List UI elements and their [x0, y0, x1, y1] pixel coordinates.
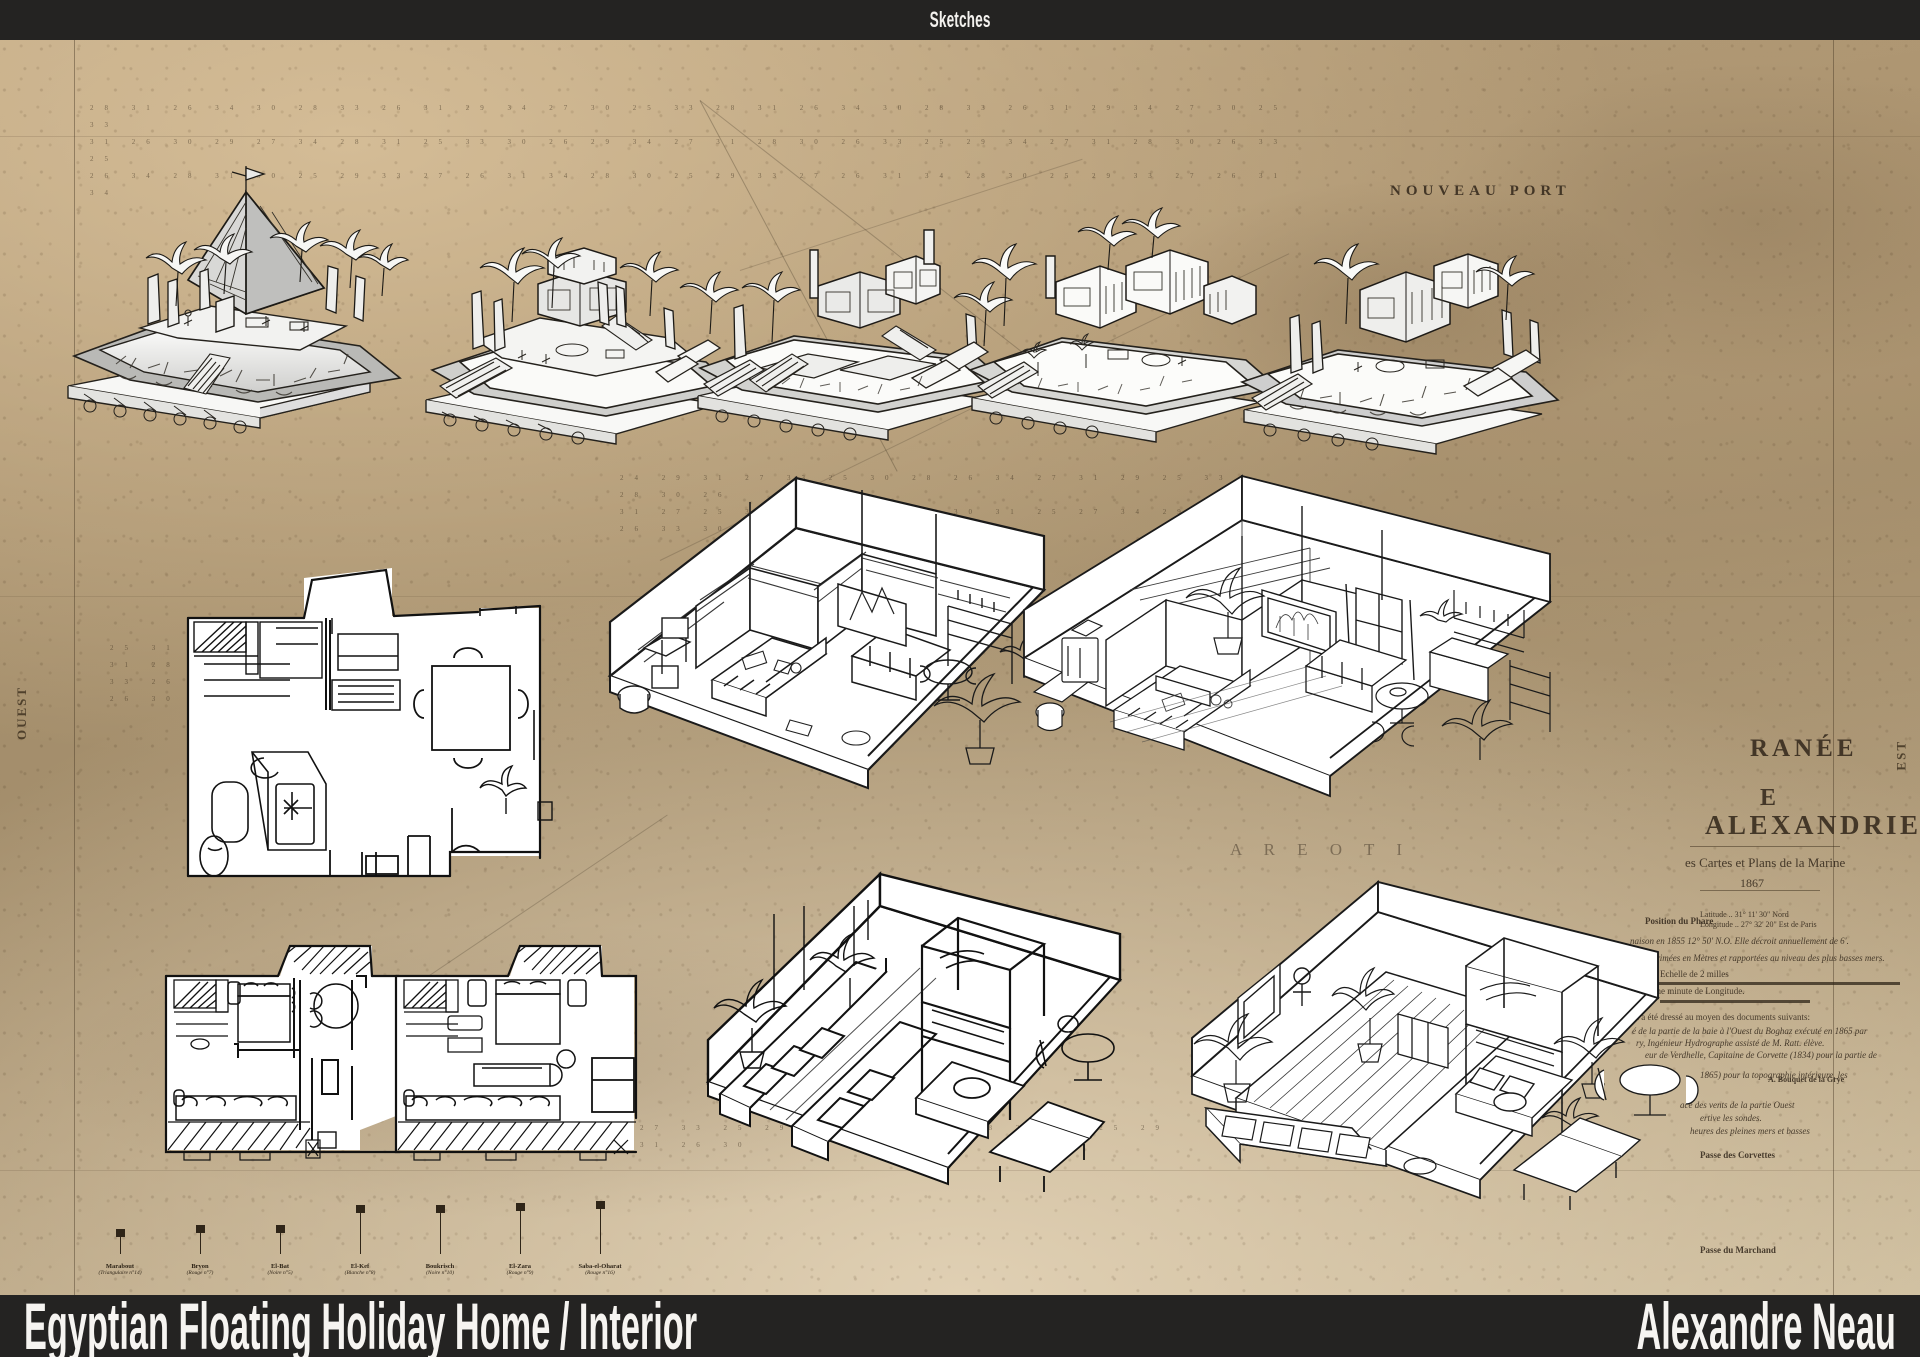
chart-border-right: [1833, 40, 1834, 1295]
map-note-documents-5: 1865) pour la topographie intérieure, le…: [1700, 1070, 1848, 1080]
map-label-declination: naison en 1855 12° 50' N.O. Elle décroit…: [1630, 936, 1849, 946]
apartment-floor-plan: [186, 568, 553, 878]
footer-bar: Egyptian Floating Holiday Home / Interio…: [0, 1289, 1920, 1357]
map-label-minute-longitude: Une minute de Longitude.: [1650, 986, 1745, 996]
apartment-cutaway-final: [1021, 474, 1553, 798]
buoy-legend: Marabout (Triangulaire n°14) Bryon (Roug…: [98, 1201, 630, 1282]
map-scale-bar-minute: [1660, 1000, 1810, 1003]
map-note-3: heures des pleines mers et basses: [1690, 1126, 1810, 1136]
map-label-mediterranee: RANÉE: [1750, 735, 1858, 762]
map-note-documents-3: ry, Ingénieur Hydrographe assisté de M. …: [1636, 1038, 1825, 1048]
buoy-label-5: El-Zara (Rouge n°9): [506, 1263, 534, 1276]
buoy-label-1: Bryon (Rouge n°7): [186, 1263, 214, 1276]
stepped-courtyard-concept: [697, 229, 1014, 441]
bedroom-cutaway-final: [1190, 880, 1699, 1210]
studio-plan-b: [394, 944, 638, 1161]
buoy-label-6: Saba-el-Oharat (Rouge n°16): [578, 1263, 622, 1276]
chart-border-left: [74, 40, 75, 1295]
map-divider-2: [1700, 890, 1820, 891]
map-signature: A. Bouquet de la Grye: [1768, 1075, 1845, 1084]
map-label-longitude: Longitude .. 27° 32' 20" Est de Paris: [1700, 920, 1817, 929]
map-label-lake-areoti: A R E O T I: [1230, 840, 1412, 859]
map-note-documents-4: eur de Verdhelle, Capitaine de Corvette …: [1645, 1050, 1877, 1060]
studio-plan-a: [164, 944, 402, 1161]
project-title: Egyptian Floating Holiday Home / Interio…: [24, 1289, 698, 1357]
map-divider-1: [1690, 846, 1840, 847]
map-label-de: E: [1760, 785, 1780, 811]
map-scale-bar-miles: [1650, 982, 1900, 985]
page-title: Sketches: [929, 7, 991, 32]
buoy-label-2: El-Bat (Noire n°5): [267, 1263, 293, 1276]
map-note-1: ace des vents de la partie Ouest: [1680, 1100, 1795, 1110]
map-label-soundings-note: ont exprimées en Mètres et rapportées au…: [1630, 953, 1885, 963]
map-label-depot-cartes: es Cartes et Plans de la Marine: [1685, 855, 1846, 870]
white-village-concept: [967, 206, 1280, 443]
buoy-label-0: Marabout (Triangulaire n°14): [98, 1263, 142, 1276]
map-note-documents-2: é de la partie de la baie à l'Ouest du B…: [1632, 1026, 1868, 1036]
buoy-label-3: El-Kef (Blanche n°8): [344, 1263, 376, 1276]
chart-graticule-top: [0, 136, 1920, 137]
antique-chart-background: OUEST EST 28 31 26 34 30 28 33 26 31 29 …: [0, 40, 1920, 1295]
author-name: Alexandre Neau: [1636, 1289, 1896, 1357]
chart-label-east: EST: [1894, 740, 1909, 771]
map-note-documents: lan a été dressé au moyen des documents …: [1628, 1012, 1810, 1022]
map-label-alexandrie: ALEXANDRIE: [1705, 810, 1920, 840]
map-label-year: 1867: [1740, 876, 1764, 890]
obelisk-deck-concept: [1239, 243, 1560, 455]
map-label-passe-corvettes: Passe des Corvettes: [1700, 1150, 1775, 1160]
map-label-latitude: Latitude .. 31° 11' 30" Nord: [1700, 910, 1789, 919]
chart-label-west: OUEST: [14, 685, 29, 740]
map-label-passe-marchand: Passe du Marchand: [1700, 1245, 1776, 1255]
depth-soundings-field-nw: 28 31 26 34 30 28 33 26 31 29 34 27 30 2…: [90, 104, 1288, 197]
chart-graticule-bottom: [0, 1170, 1920, 1171]
map-note-2: ertive les sondes.: [1700, 1113, 1762, 1123]
map-label-nouveau-port: NOUVEAU PORT: [1390, 183, 1571, 199]
header-bar: Sketches: [0, 0, 1920, 40]
bedroom-cutaway-sketch: [705, 871, 1123, 1192]
pyramid-villa-concept: [67, 166, 410, 434]
map-label-scale: Echelle de 2 milles: [1660, 969, 1729, 979]
apartment-cutaway-sketch: [607, 475, 1048, 790]
terraced-temple-concept: [425, 236, 740, 445]
buoy-label-4: Boukrisch (Noire n°10): [425, 1263, 455, 1276]
map-label-lighthouse-position: Position du Phare: [1645, 916, 1714, 926]
